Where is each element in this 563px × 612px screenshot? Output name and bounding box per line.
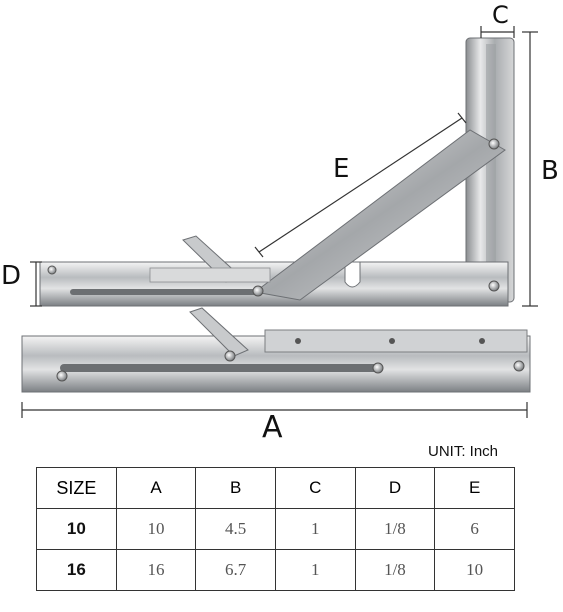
table-cell: 1 bbox=[274, 508, 356, 550]
folded-bracket bbox=[21, 307, 531, 393]
table-cell: 10 bbox=[36, 508, 117, 550]
dimension-label-b: B bbox=[541, 156, 559, 186]
unit-label: UNIT: Inch bbox=[428, 443, 499, 460]
bracket-diagram bbox=[21, 26, 538, 418]
table-cell: 4.5 bbox=[195, 508, 276, 550]
table-cell: 10 bbox=[115, 508, 197, 550]
dimension-lines bbox=[21, 26, 538, 418]
dimension-label-e: E bbox=[333, 154, 350, 184]
table-cell: 1/8 bbox=[354, 549, 436, 591]
size-spec-table: SIZE A B C D E 10 10 4.5 1 1/8 6 16 16 6… bbox=[36, 467, 515, 591]
header-b: B bbox=[195, 467, 276, 509]
table-row: 10 10 4.5 1 1/8 6 bbox=[36, 508, 515, 550]
table-cell: 1/8 bbox=[354, 508, 436, 550]
table-cell: 1 bbox=[274, 549, 356, 591]
dimension-label-c: C bbox=[492, 1, 509, 29]
table-header-row: SIZE A B C D E bbox=[36, 467, 515, 509]
open-bracket bbox=[39, 37, 515, 307]
table-cell: 6 bbox=[434, 508, 515, 550]
header-size: SIZE bbox=[36, 467, 117, 509]
table-cell: 6.7 bbox=[195, 549, 276, 591]
header-c: C bbox=[274, 467, 356, 509]
table-row: 16 16 6.7 1 1/8 10 bbox=[36, 549, 515, 591]
dimension-label-d: D bbox=[1, 261, 22, 291]
header-d: D bbox=[354, 467, 436, 509]
table-cell: 16 bbox=[36, 549, 117, 591]
dimension-label-a: A bbox=[262, 410, 283, 445]
table-cell: 16 bbox=[115, 549, 197, 591]
header-e: E bbox=[434, 467, 515, 509]
header-a: A bbox=[115, 467, 197, 509]
table-cell: 10 bbox=[434, 549, 515, 591]
